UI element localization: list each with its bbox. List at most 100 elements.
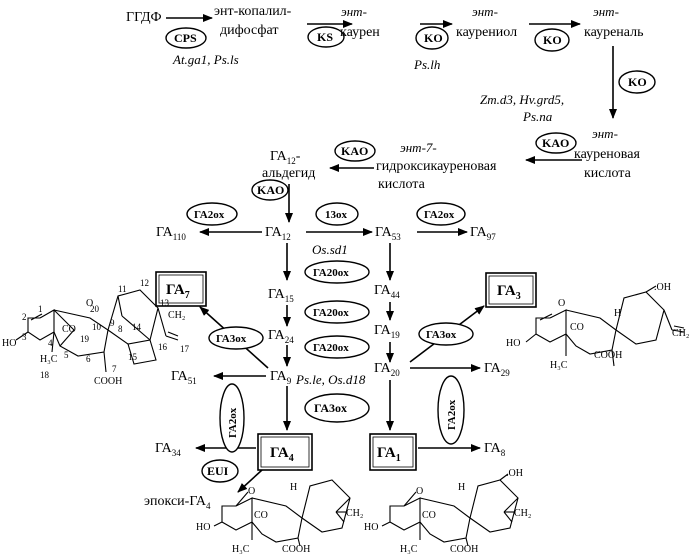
atom-co-ga1: CO: [422, 510, 436, 521]
ga2ox-label-4: ГА2ox: [446, 399, 458, 430]
ga3-structure: [525, 285, 685, 367]
ga7-box: [155, 271, 207, 307]
ga2ox-enzyme-1: [186, 202, 238, 226]
ga12-aldehyde-label-2: альдегид: [262, 166, 315, 181]
atom-ho-ga3: HO: [506, 338, 520, 349]
ga8-label: ГА8: [484, 441, 506, 458]
ga2ox-label-3: ГА2ox: [227, 407, 239, 438]
ga3-label: ГА3: [497, 283, 521, 302]
ent-prefix-kauren: энт-: [341, 4, 367, 19]
ga13ox-enzyme: [315, 202, 359, 226]
svg-text:6: 6: [86, 354, 91, 364]
kaurenoic-label-1: кауреновая: [574, 147, 640, 162]
svg-text:5: 5: [64, 350, 69, 360]
kao-genes-2: Ps.na: [522, 109, 553, 124]
atom-o-left: O: [86, 298, 93, 309]
svg-text:4: 4: [48, 338, 53, 348]
arrow-ga4-to-epoxy: [237, 469, 263, 493]
svg-text:8: 8: [118, 324, 123, 334]
svg-text:14: 14: [132, 322, 142, 332]
ga2ox-label-1: ГА2ox: [194, 209, 225, 221]
svg-text:18: 18: [40, 370, 50, 380]
ga3ox-enzyme-1: [208, 326, 264, 350]
ga44-label: ГА44: [374, 283, 400, 300]
kaurenoic-label-2: кислота: [584, 166, 632, 181]
atom-o-ga4: O: [248, 486, 255, 497]
kao-enzyme-1: [535, 132, 577, 154]
atom-o-ga3: O: [558, 298, 565, 309]
ga29-label: ГА29: [484, 361, 510, 378]
ga20ox-enzyme-2: [304, 300, 370, 324]
svg-text:9: 9: [110, 318, 115, 328]
ggdf-label: ГГДФ: [126, 10, 162, 25]
ga20ox-label-1: ГА20ox: [313, 267, 349, 279]
atom-h3c-ga1: H₃C: [400, 544, 418, 555]
ga9-label: ГА9: [270, 369, 292, 386]
atom-h-ga3: H: [614, 308, 621, 319]
svg-text:2: 2: [22, 312, 27, 322]
atom-h3c-left: H₃C: [40, 354, 58, 365]
ga110-label: ГА110: [156, 225, 186, 242]
ga15-label: ГА15: [268, 287, 294, 304]
atom-cooh-ga3: COOH: [594, 350, 622, 361]
atom-ch2-ga3: CH₂: [672, 328, 689, 339]
atom-ch2-ga4: CH₂: [346, 508, 363, 519]
atom-ho-ga1: HO: [364, 522, 378, 533]
ga1-structure: [381, 473, 519, 547]
kaurenal-label: кауреналь: [584, 25, 644, 40]
svg-text:1: 1: [38, 304, 43, 314]
ko-genes: Ps.lh: [413, 57, 440, 72]
ga4-structure: [213, 479, 351, 547]
eui-label: EUI: [207, 464, 229, 478]
ga1-label: ГА1: [377, 445, 401, 464]
atom-cooh-ga1: COOH: [450, 544, 478, 555]
ga53-label: ГА53: [375, 225, 401, 242]
ga97-label: ГА97: [470, 225, 496, 242]
svg-text:10: 10: [92, 322, 102, 332]
ga3ox-label-2: ГА3ox: [426, 329, 457, 341]
ga4-label: ГА4: [270, 445, 294, 464]
atom-oh-ga1: .OH: [506, 468, 523, 479]
kao-label-3: KAO: [257, 183, 284, 197]
ga7-label: ГА7: [166, 282, 190, 301]
atom-ho-ga4: HO: [196, 522, 210, 533]
os-sd1-gene: Os.sd1: [312, 242, 348, 257]
atom-ch2-ga1: CH₂: [514, 508, 531, 519]
svg-text:19: 19: [80, 334, 90, 344]
ga3-box: [485, 272, 537, 308]
ga2ox-label-2: ГА2ox: [424, 209, 455, 221]
atom-h-ga1: H: [458, 482, 465, 493]
ga3ox-enzyme-2: [418, 322, 474, 346]
ga12-label: ГА12: [265, 225, 291, 242]
ga20ox-label-2: ГА20ox: [313, 307, 349, 319]
atom-cooh-left: COOH: [94, 376, 122, 387]
hydroxy-label-2: гидроксикауреновая: [376, 159, 497, 174]
kao-label-2: KAO: [341, 144, 368, 158]
atom-co-ga4: CO: [254, 510, 268, 521]
kao-enzyme-3: [251, 179, 289, 201]
atom-h-ga4: H: [290, 482, 297, 493]
eui-enzyme: [201, 459, 239, 483]
svg-text:13: 13: [160, 298, 170, 308]
ga1-box: [369, 433, 417, 471]
ko-enzyme-2: [534, 28, 570, 52]
atom-cooh-ga4: COOH: [282, 544, 310, 555]
ga3ox-enzyme-center: [304, 393, 370, 423]
cps-label: CPS: [174, 31, 197, 45]
ga20ox-label-3: ГА20ox: [313, 342, 349, 354]
ga2ox-enzyme-3: [219, 383, 245, 453]
hydroxy-label-3: кислота: [378, 177, 426, 192]
svg-text:11: 11: [118, 284, 127, 294]
epoxy-ga4-label: эпокси-ГА4: [144, 494, 211, 511]
atom-h3c-ga3: H₃C: [550, 360, 568, 371]
ga3ox-genes: Ps.le, Os.d18: [295, 372, 366, 387]
atom-oh-ga3: .OH: [654, 282, 671, 293]
hydroxy-label-1: энт-7-: [400, 140, 437, 155]
ga24-label: ГА24: [268, 328, 294, 345]
ko-enzyme-1: [415, 26, 449, 50]
ko-label-2: KO: [543, 33, 562, 47]
svg-text:16: 16: [158, 342, 168, 352]
kauren-label: каурен: [340, 25, 380, 40]
ent-copalyl-label-1: энт-копалил-: [214, 4, 292, 19]
